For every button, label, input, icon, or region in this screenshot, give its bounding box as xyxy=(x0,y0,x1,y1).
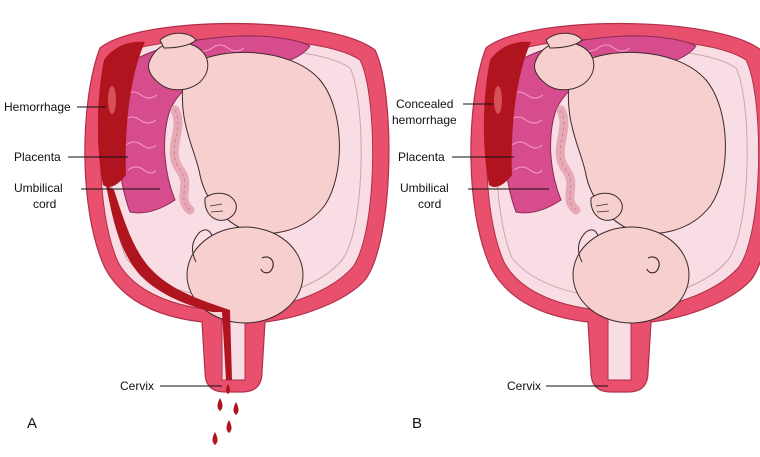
label-cervix: Cervix xyxy=(507,379,541,393)
concealed-hemorrhage-clot xyxy=(483,41,531,187)
label-placenta: Placenta xyxy=(14,150,61,164)
panel-letter-a: A xyxy=(27,415,37,432)
panel-b: Concealed hemorrhage Placenta Umbilical … xyxy=(392,23,760,432)
panel-letter-b: B xyxy=(412,415,422,432)
label-hemorrhage: Hemorrhage xyxy=(4,100,71,114)
uterus-illustration-a xyxy=(85,23,389,445)
label-umbilical-line1: Umbilical xyxy=(14,181,63,195)
label-cervix: Cervix xyxy=(120,379,154,393)
blood-drop xyxy=(217,398,223,411)
label-umbilical-line1: Umbilical xyxy=(400,181,449,195)
blood-drop xyxy=(233,402,239,415)
uterus-illustration-b xyxy=(471,23,760,392)
blood-drop xyxy=(212,432,218,445)
label-umbilical-line2: cord xyxy=(33,197,56,211)
label-placenta: Placenta xyxy=(398,150,445,164)
blood-drop xyxy=(226,384,230,394)
hemorrhage-trail xyxy=(106,185,232,380)
label-umbilical-line2: cord xyxy=(418,197,441,211)
panel-a: Hemorrhage Placenta Umbilical cord Cervi… xyxy=(4,23,389,445)
hemorrhage-clot xyxy=(97,41,145,187)
blood-drop xyxy=(226,420,232,433)
label-concealed-line2: hemorrhage xyxy=(392,113,457,127)
label-concealed-line1: Concealed xyxy=(396,97,453,111)
